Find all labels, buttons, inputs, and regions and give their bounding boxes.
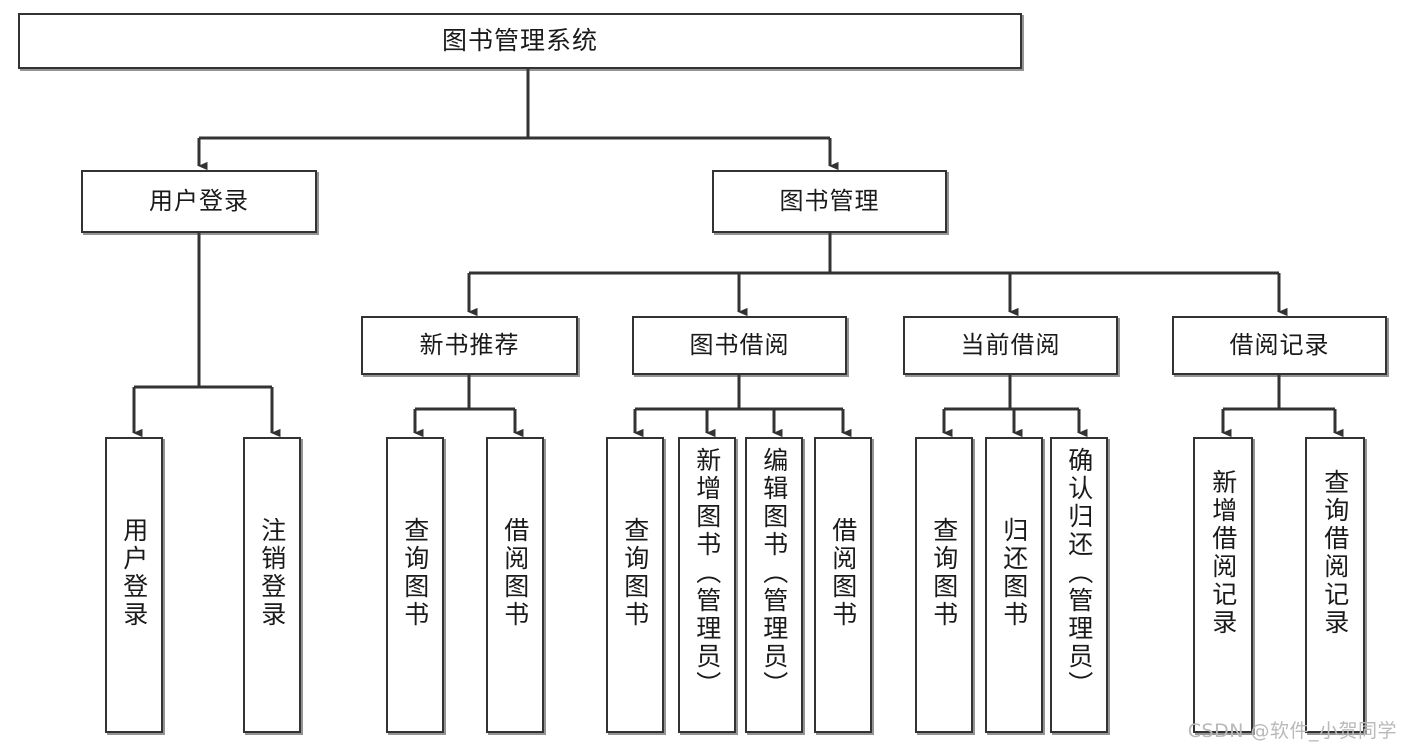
node-label: 用户登录 [119, 517, 149, 629]
node-root[interactable]: 图书管理系统 [18, 13, 1022, 69]
node-user-login[interactable]: 用户登录 [81, 170, 317, 233]
node-label: 确认归还（管理员） [1064, 447, 1094, 699]
node-label: 查询图书 [929, 517, 959, 629]
node-label: 新增借阅记录 [1208, 469, 1238, 637]
node-label: 借阅图书 [500, 517, 530, 629]
node-label: 图书管理系统 [441, 25, 598, 55]
node-label: 当前借阅 [960, 330, 1061, 359]
node-leaf-return-book[interactable]: 归还图书 [985, 437, 1043, 733]
node-label: 查询图书 [620, 517, 650, 629]
node-leaf-borrow-book-2[interactable]: 借阅图书 [814, 437, 872, 733]
node-label: 注销登录 [257, 517, 287, 629]
node-leaf-confirm-return[interactable]: 确认归还（管理员） [1050, 437, 1108, 733]
node-label: 编辑图书（管理员） [759, 447, 789, 699]
node-label: 图书管理 [779, 186, 880, 215]
node-label: 用户登录 [149, 186, 249, 215]
node-label: 借阅图书 [828, 517, 858, 629]
node-book-manage[interactable]: 图书管理 [712, 170, 947, 233]
node-label: 新增图书（管理员） [692, 447, 722, 699]
node-leaf-query-book-3[interactable]: 查询图书 [915, 437, 973, 733]
node-leaf-query-book-1[interactable]: 查询图书 [386, 437, 444, 733]
node-leaf-query-book-2[interactable]: 查询图书 [606, 437, 664, 733]
node-label: 图书借阅 [689, 330, 790, 359]
node-leaf-add-book[interactable]: 新增图书（管理员） [678, 437, 736, 733]
node-leaf-logout[interactable]: 注销登录 [243, 437, 301, 733]
node-leaf-add-record[interactable]: 新增借阅记录 [1193, 437, 1253, 733]
node-leaf-query-record[interactable]: 查询借阅记录 [1305, 437, 1365, 733]
node-label: 查询借阅记录 [1320, 469, 1350, 637]
node-leaf-borrow-book-1[interactable]: 借阅图书 [486, 437, 544, 733]
node-borrow-record[interactable]: 借阅记录 [1172, 316, 1387, 375]
node-book-borrow[interactable]: 图书借阅 [632, 316, 847, 375]
node-label: 借阅记录 [1229, 330, 1330, 359]
node-label: 归还图书 [999, 517, 1029, 629]
node-new-book-rec[interactable]: 新书推荐 [361, 316, 578, 375]
watermark: CSDN @软件_小贺同学 [1187, 720, 1397, 742]
node-leaf-user-login[interactable]: 用户登录 [105, 437, 163, 733]
edges-group [132, 69, 1344, 438]
node-current-borrow[interactable]: 当前借阅 [903, 316, 1118, 375]
node-leaf-edit-book[interactable]: 编辑图书（管理员） [745, 437, 803, 733]
node-label: 查询图书 [400, 517, 430, 629]
node-label: 新书推荐 [419, 330, 520, 359]
